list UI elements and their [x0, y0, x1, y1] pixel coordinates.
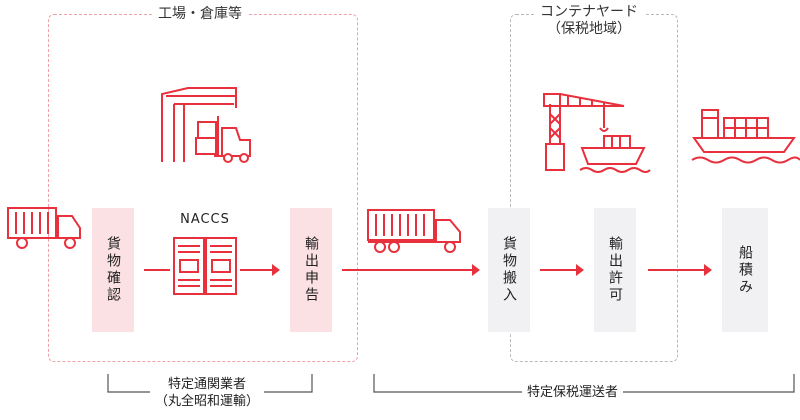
customs-broker-title: 特定通関業者 [168, 377, 247, 392]
arrowhead-carry-in [472, 264, 480, 276]
factory-region-label: 工場・倉庫等 [152, 6, 248, 23]
step-shipment: 船積み [722, 208, 768, 332]
step-export-declaration: 輸出申告 [290, 208, 332, 332]
crane-ship-icon [543, 93, 651, 173]
arrowhead-permit [576, 264, 584, 276]
step-export-permit: 輸出許可 [594, 208, 636, 332]
naccs-server-icon [173, 237, 237, 295]
truck-icon [7, 207, 81, 249]
container-yard-subtitle: （保税地域） [547, 21, 631, 37]
arrowhead-declaration [272, 264, 280, 276]
customs-broker-label: 特定通関業者 （丸全昭和運輸） [150, 376, 265, 410]
step-cargo-carry-in: 貨物搬入 [488, 208, 530, 332]
bonded-carrier-label: 特定保税運送者 [522, 384, 624, 401]
container-ship-icon [691, 109, 800, 164]
customs-broker-subtitle: （丸全昭和運輸） [155, 394, 260, 409]
arrowhead-shipment [704, 264, 712, 276]
naccs-label: NACCS [180, 212, 230, 227]
container-yard-title: コンテナヤード [540, 4, 638, 20]
container-yard-label: コンテナヤード （保税地域） [534, 4, 644, 38]
warehouse-forklift-icon [161, 87, 251, 163]
step-cargo-check: 貨物確認 [92, 208, 134, 332]
container-truck-icon [367, 209, 461, 253]
